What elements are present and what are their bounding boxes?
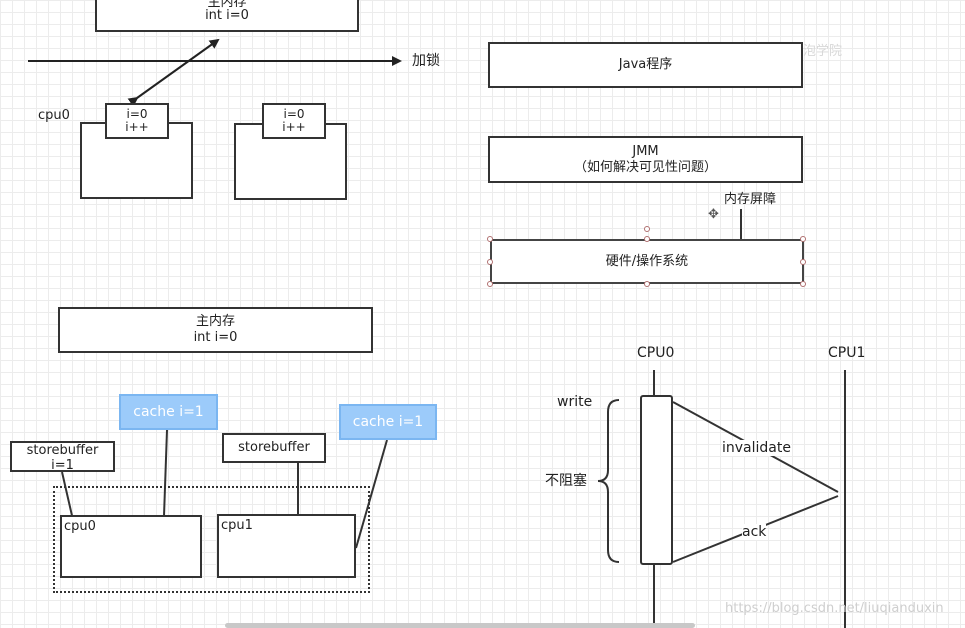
cpu0-activation-bar <box>640 395 673 565</box>
watermark-top: 咕泡学院 <box>790 44 843 59</box>
memory-barrier-label: 内存屏障 <box>724 192 777 207</box>
main-memory-bottom-value: int i=0 <box>193 330 238 345</box>
lock-label: 加锁 <box>412 53 440 69</box>
cpu0-bottom-label: cpu0 <box>64 519 96 534</box>
storebuffer-left-label: storebuffer <box>26 443 99 458</box>
java-program-label: Java程序 <box>618 57 673 72</box>
cache-right-label: cache i=1 <box>352 414 424 430</box>
storebuffer-right-label: storebuffer <box>238 440 310 455</box>
jmm-subtitle: （如何解决可见性问题） <box>573 159 717 175</box>
cpu1-block-bottom: cpu1 <box>217 514 356 578</box>
watermark-bottom: https://blog.csdn.net/liuqianduxin <box>725 601 944 616</box>
main-memory-bottom-title: 主内存 <box>195 314 235 329</box>
main-memory-value: int i=0 <box>205 8 249 23</box>
hardware-os-label: 硬件/操作系统 <box>605 253 689 269</box>
main-memory-title: 主内存 <box>207 0 247 10</box>
storebuffer-box-left: storebuffer i=1 <box>10 441 115 473</box>
selection-handle-br[interactable] <box>800 281 806 287</box>
cache1-line1: i=0 <box>283 107 305 121</box>
cache-left-label: cache i=1 <box>133 404 204 420</box>
cache1-line2: i++ <box>282 120 306 134</box>
selection-handle-tc[interactable] <box>644 236 650 242</box>
selection-handle-mr[interactable] <box>800 259 806 265</box>
cpu0-header: CPU0 <box>637 345 675 361</box>
selection-handle-top-rotate[interactable] <box>644 226 650 232</box>
cache-box-left: cache i=1 <box>119 394 218 430</box>
storebuffer-left-connector <box>61 471 74 521</box>
jmm-box: JMM （如何解决可见性问题） <box>488 136 803 183</box>
hardware-os-box: 硬件/操作系统 <box>490 239 804 284</box>
cpu1-bottom-label: cpu1 <box>221 518 253 533</box>
ack-label: ack <box>742 524 767 540</box>
cpu0-block-bottom: cpu0 <box>60 515 202 578</box>
main-memory-box-bottom: 主内存 int i=0 <box>58 307 373 353</box>
cache0-line1: i=0 <box>126 107 148 121</box>
cpu1-cache-top: i=0 i++ <box>262 103 326 139</box>
cpu0-block-top <box>80 122 193 199</box>
cpu1-header: CPU1 <box>828 345 866 361</box>
write-label: write <box>557 394 593 410</box>
cache-right-connector <box>355 439 388 549</box>
selection-handle-ml[interactable] <box>487 259 493 265</box>
selection-handle-tl[interactable] <box>487 236 493 242</box>
selection-handle-bc[interactable] <box>644 281 650 287</box>
non-blocking-label: 不阻塞 <box>545 473 587 489</box>
invalidate-label: invalidate <box>722 440 791 456</box>
non-blocking-brace <box>597 399 620 563</box>
memory-cache-arrow <box>127 38 220 107</box>
selection-handle-tr[interactable] <box>800 236 806 242</box>
cpu0-label: cpu0 <box>38 108 70 123</box>
cache0-line2: i++ <box>125 120 149 134</box>
cache-box-right: cache i=1 <box>339 404 437 440</box>
horizontal-scrollbar[interactable] <box>225 623 695 628</box>
java-program-box: Java程序 <box>488 42 803 88</box>
storebuffer-left-value: i=1 <box>51 458 74 473</box>
storebuffer-box-right: storebuffer <box>222 433 326 463</box>
main-memory-box-top: 主内存 int i=0 <box>95 0 359 32</box>
jmm-title: JMM <box>632 143 659 159</box>
cpu-group-boundary <box>53 486 370 593</box>
selection-handle-bl[interactable] <box>487 281 493 287</box>
cpu0-cache-top: i=0 i++ <box>105 103 169 139</box>
move-cursor-icon: ✥ <box>708 207 719 222</box>
cache-left-connector <box>163 429 168 517</box>
